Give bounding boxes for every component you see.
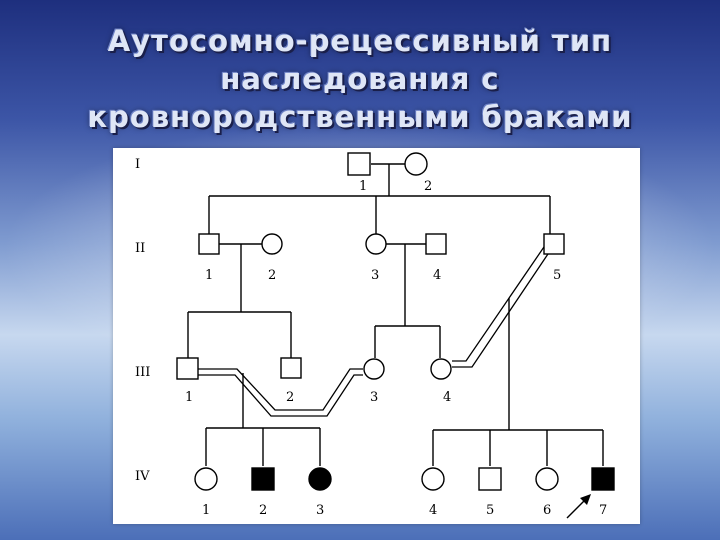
generation-label: II [135,241,145,256]
female-symbol [194,467,218,491]
individual-label: 1 [359,179,367,194]
male-symbol [347,152,371,176]
individual-label: 4 [429,503,437,518]
proband-arrow-icon [566,494,591,519]
generation-label: IV [135,469,150,484]
individual-label: 6 [543,503,551,518]
individual-label: 4 [443,390,451,405]
individual-label: 2 [286,390,294,405]
female-symbol [430,358,452,380]
individual-label: 3 [371,268,379,283]
individual-label: 7 [599,503,607,518]
male-symbol [425,233,447,255]
generation-label: III [135,365,150,380]
female-symbol [535,467,559,491]
affected-female-symbol [308,467,332,491]
individual-label: 1 [202,503,210,518]
slide-title: Аутосомно-рецессивный тип наследования с… [0,22,720,136]
individual-label: 5 [553,268,561,283]
female-symbol [363,358,385,380]
individual-label: 3 [370,390,378,405]
male-symbol [280,357,302,379]
male-symbol [198,233,220,255]
title-line-2: наследования с [220,62,500,96]
pedigree-chart: I II III IV 1 2 1 2 3 4 5 1 2 3 4 1 2 3 … [135,152,615,519]
pedigree-panel: I II III IV 1 2 1 2 3 4 5 1 2 3 4 1 2 3 … [113,148,640,524]
individual-label: 4 [433,268,441,283]
individual-label: 5 [486,503,494,518]
individual-label: 2 [424,179,432,194]
affected-male-symbol [591,467,615,491]
individual-label: 2 [268,268,276,283]
individual-label: 2 [259,503,267,518]
individual-label: 1 [185,390,193,405]
generation-label: I [135,157,140,172]
female-symbol [404,152,428,176]
male-symbol [543,233,565,255]
individual-label: 3 [316,503,324,518]
title-line-1: Аутосомно-рецессивный тип [107,24,613,58]
pedigree-lines [187,163,604,466]
female-symbol [421,467,445,491]
individual-label: 1 [205,268,213,283]
female-symbol [261,233,283,255]
title-line-3: кровнородственными браками [87,100,633,134]
male-symbol [176,357,199,380]
female-symbol [365,233,387,255]
affected-male-symbol [251,467,275,491]
male-symbol [478,467,502,491]
